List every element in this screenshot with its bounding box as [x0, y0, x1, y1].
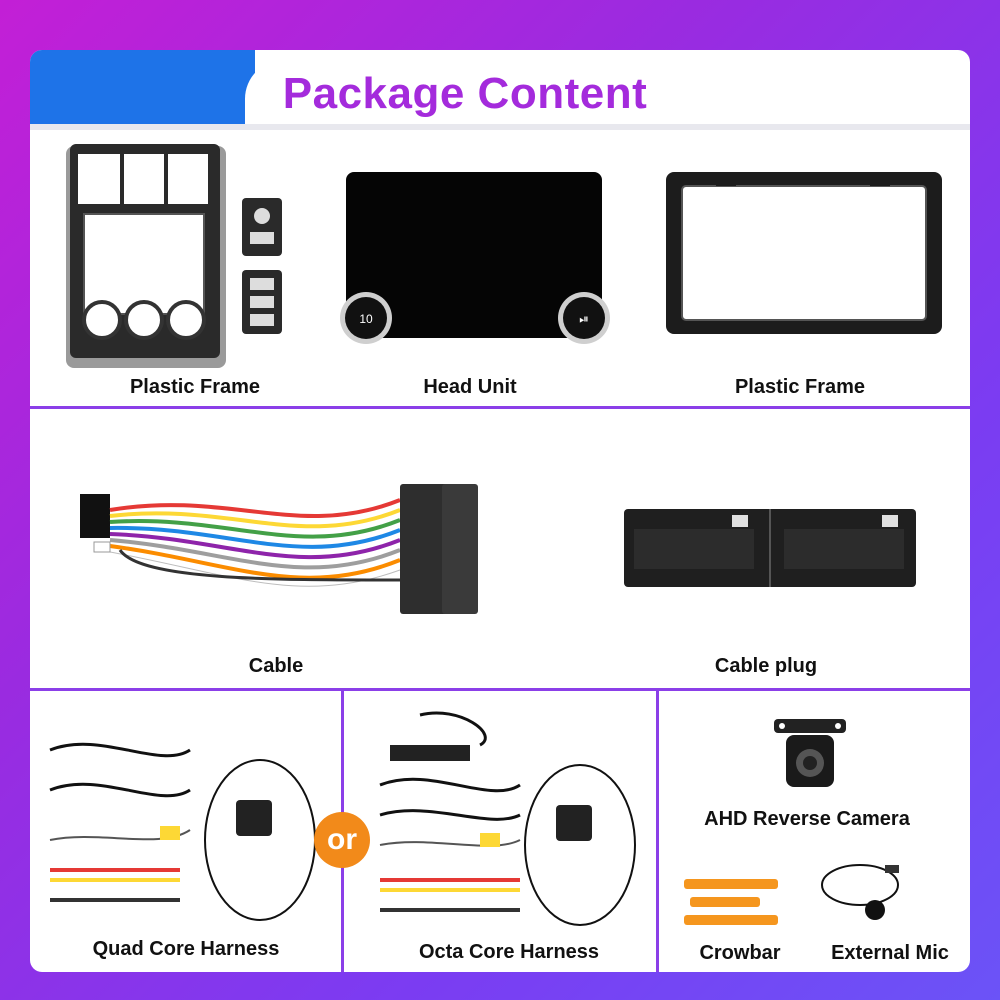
cable-label: Cable — [248, 655, 304, 677]
head-unit-image: 10 ⏯ — [340, 172, 610, 344]
ahd-reverse-camera-image — [774, 719, 846, 787]
column-divider-2 — [656, 690, 659, 972]
plastic-frame-left-image — [66, 144, 282, 368]
external-mic-label: External Mic — [831, 942, 949, 964]
header-band — [30, 124, 970, 130]
crowbar-image — [684, 879, 778, 925]
plastic-frame-right-image — [666, 172, 942, 334]
cable-image — [80, 484, 478, 614]
quad-core-harness-image — [49, 742, 316, 921]
header-tab — [245, 60, 715, 128]
crowbar-label: Crowbar — [699, 942, 781, 964]
octa-core-harness-image — [379, 711, 636, 926]
quad-core-harness-label: Quad Core Harness — [92, 938, 280, 960]
head-unit-knob-right: ⏯ — [579, 312, 589, 326]
octa-core-harness-label: Octa Core Harness — [418, 941, 600, 963]
row-divider-1 — [30, 406, 970, 409]
header-accent — [30, 50, 255, 128]
plastic-frame-right-label: Plastic Frame — [734, 376, 866, 398]
plastic-frame-left-label: Plastic Frame — [129, 376, 261, 398]
or-badge: or — [314, 812, 370, 868]
ahd-reverse-camera-label: AHD Reverse Camera — [704, 808, 910, 830]
cable-plug-label: Cable plug — [714, 655, 818, 677]
row-divider-2 — [30, 688, 970, 691]
page-title: Package Content — [282, 69, 648, 118]
external-mic-image — [821, 864, 899, 920]
head-unit-knob-left: 10 — [359, 312, 373, 326]
head-unit-label: Head Unit — [423, 376, 517, 398]
cable-plug-image — [624, 509, 916, 587]
